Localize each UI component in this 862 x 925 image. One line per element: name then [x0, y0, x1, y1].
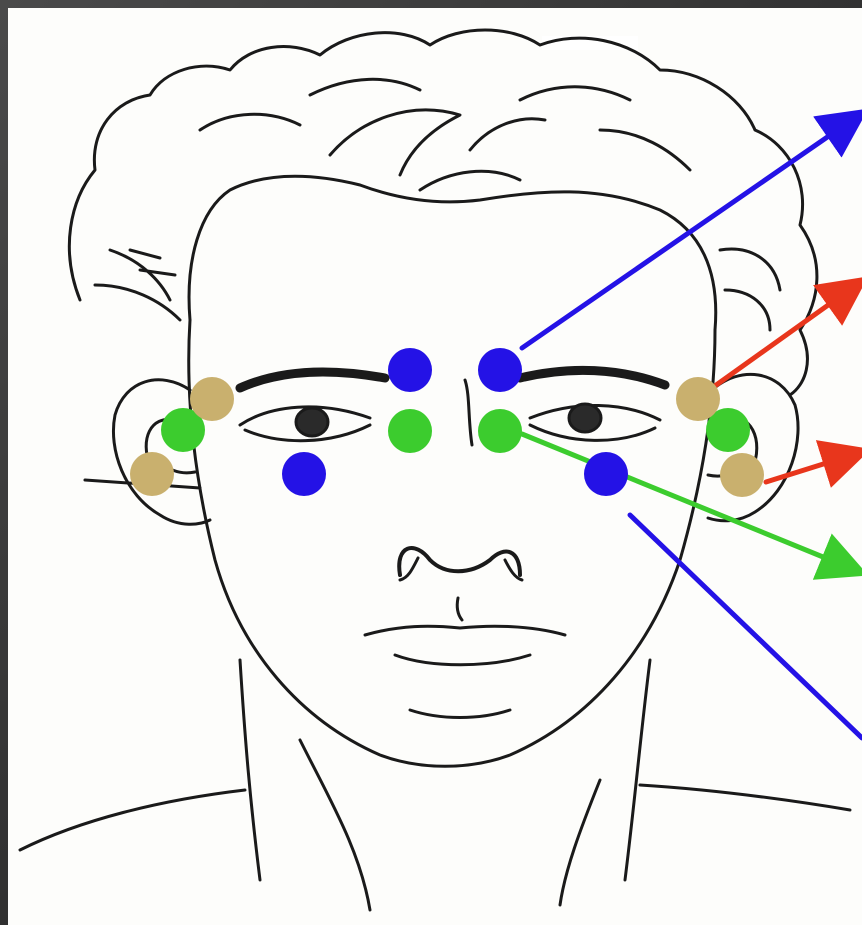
- hair-strand-5: [598, 128, 692, 172]
- neck-left: [238, 658, 262, 882]
- hair-strand-2: [418, 169, 522, 192]
- left-shoulder: [18, 788, 247, 852]
- hairline: [187, 174, 718, 332]
- hair-strand-7: [198, 112, 302, 132]
- mouth-lower-lip: [393, 653, 532, 667]
- right-eye-upper: [528, 404, 662, 422]
- point-tan-right-upper: [676, 377, 720, 421]
- right-eyebrow: [515, 365, 670, 390]
- hair-strand-3: [468, 117, 547, 152]
- arrow-red-upper: [702, 276, 862, 396]
- left-ear: [111, 378, 212, 526]
- hair-strand-1: [328, 108, 462, 177]
- nose-nostrils: [397, 546, 522, 577]
- right-sideburn: [718, 247, 782, 332]
- arrows: [519, 108, 862, 741]
- right-eye-lower: [528, 423, 657, 442]
- right-shoulder: [638, 783, 852, 812]
- point-tan-right-lower: [720, 453, 764, 497]
- point-tan-left-lower: [130, 452, 174, 496]
- hair-strand-6: [308, 77, 422, 97]
- left-eyebrow: [235, 367, 390, 393]
- hair-outline: [67, 28, 819, 397]
- philtrum: [455, 596, 464, 622]
- face-outline: [187, 318, 717, 768]
- arrow-blue-upper: [519, 108, 862, 351]
- arrow-green: [519, 431, 862, 580]
- right-iris: [567, 402, 603, 434]
- acupoints: [130, 348, 764, 497]
- point-green-right-inner: [478, 409, 522, 453]
- nose-tip-right: [503, 558, 524, 582]
- point-blue-right-cheek: [584, 452, 628, 496]
- neck-muscle-left: [298, 738, 372, 912]
- point-green-left-inner: [388, 409, 432, 453]
- neck-muscle-right: [558, 778, 602, 907]
- point-blue-left-cheek: [282, 452, 326, 496]
- left-eye-lower: [243, 423, 372, 443]
- point-blue-left-brow: [388, 348, 432, 392]
- arrow-red-lower: [763, 440, 862, 488]
- point-green-left-outer: [161, 408, 205, 452]
- arrow-blue-lower: [627, 512, 862, 741]
- hair-strand-4: [518, 85, 632, 102]
- chin-line: [408, 708, 512, 719]
- point-tan-left-upper: [190, 377, 234, 421]
- left-iris: [294, 406, 330, 438]
- mouth-upper-lip: [363, 624, 567, 637]
- nose-tip-left: [398, 556, 420, 582]
- face-line-art: [18, 28, 852, 912]
- nose-bridge: [463, 378, 474, 447]
- neck-right: [623, 658, 652, 882]
- point-green-right-outer: [706, 408, 750, 452]
- left-temple-lines: [128, 248, 177, 277]
- point-blue-right-brow: [478, 348, 522, 392]
- left-sideburn: [93, 248, 182, 322]
- left-eye-upper: [238, 405, 372, 427]
